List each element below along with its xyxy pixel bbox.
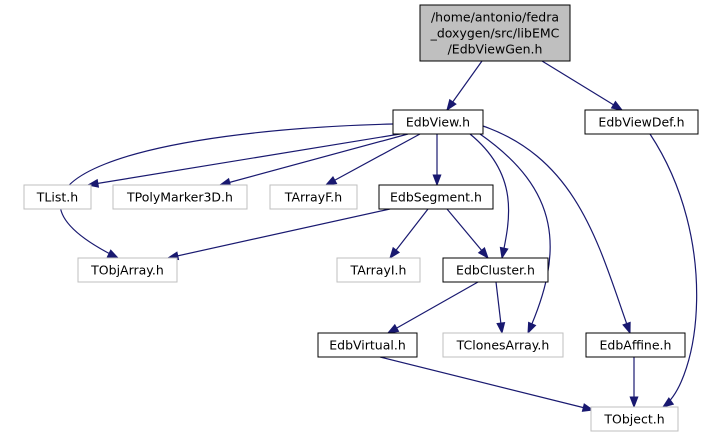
node-edbview[interactable]: EdbView.h [392,109,484,135]
edge-line [446,208,489,259]
edge-line [219,133,409,186]
edge-arrowhead [389,246,401,260]
node-edbaffine[interactable]: EdbAffine.h [585,332,686,358]
edge-edbview-to-tlist [86,133,401,188]
node-label: TPolyMarker3D.h [126,190,233,205]
node-box [419,4,571,62]
edge-edbcluster-to-tclonesarray [495,281,506,335]
node-box [442,332,564,358]
edge-arrowhead [496,322,506,335]
node-label: EdbAffine.h [600,338,672,353]
node-edbsegment[interactable]: EdbSegment.h [378,184,494,210]
node-label: TClonesArray.h [456,338,550,353]
node-label: TList.h [36,190,78,205]
edge-arrowhead [661,397,675,408]
node-edbviewdef[interactable]: EdbViewDef.h [584,109,699,135]
edge-edbview-to-tobjarray [59,123,394,259]
node-root[interactable]: /home/antonio/fedra_doxygen/src/libEMC/E… [419,4,571,62]
edge-arrowhead [629,396,639,409]
node-box [378,184,494,210]
node-tclonesarray: TClonesArray.h [442,332,564,358]
node-box [77,257,178,283]
edge-line [649,133,698,408]
edge-arrowhead [527,321,537,335]
edge-line [167,208,391,259]
edge-arrowhead [499,246,509,260]
node-tpolymarker3d: TPolyMarker3D.h [112,184,248,210]
edge-edbview-to-edbaffine [482,125,631,335]
edge-edbview-to-tarrayf [324,133,421,186]
node-edbvirtual[interactable]: EdbVirtual.h [317,332,418,358]
edge-line [387,281,479,334]
edge-line [379,356,594,411]
node-label: TArrayF.h [284,190,342,205]
node-edbcluster[interactable]: EdbCluster.h [442,257,549,283]
node-label: TArrayI.h [350,263,407,278]
node-label: /EdbViewGen.h [448,42,543,57]
node-box [392,109,484,135]
node-box [336,257,421,283]
edge-line [469,133,510,259]
edge-line [87,133,401,186]
node-box [584,109,699,135]
edge-edbsegment-to-edbcluster [446,208,489,260]
edge-line [479,133,551,334]
edge-edbaffine-to-tobject [629,357,639,409]
edge-edbview-to-tclonesarray [479,133,551,335]
edge-root-to-edbview [446,60,483,112]
edge-arrowhead [432,174,442,187]
edge-edbview-to-tpolymarker3d [218,133,409,187]
node-label: TObject.h [603,412,664,427]
edge-line [482,125,631,334]
edge-line [541,60,623,111]
node-label: EdbView.h [406,115,470,130]
node-box [269,184,358,210]
node-label: EdbVirtual.h [329,338,406,353]
edge-line [59,123,394,259]
node-box [442,257,549,283]
edge-edbview-to-edbcluster [469,133,510,260]
node-label: /home/antonio/fedra [431,10,559,25]
node-box [112,184,248,210]
node-label: _doxygen/src/libEMC [430,26,560,41]
node-tlist: TList.h [23,184,92,210]
edge-edbviewdef-to-tobject [649,133,698,408]
node-tobjarray: TObjArray.h [77,257,178,283]
edge-arrowhead [581,403,595,412]
node-tarrayi: TArrayI.h [336,257,421,283]
node-label: TObjArray.h [90,263,164,278]
node-label: EdbSegment.h [390,190,482,205]
edge-edbvirtual-to-tobject [379,356,595,412]
node-tobject: TObject.h [590,406,679,432]
node-label: EdbViewDef.h [598,115,684,130]
edge-arrowhead [106,249,120,259]
edge-arrowhead [610,100,624,111]
edge-arrowhead [324,176,338,186]
edge-arrowhead [622,321,631,335]
node-tarrayf: TArrayF.h [269,184,358,210]
nodes-layer: /home/antonio/fedra_doxygen/src/libEMC/E… [23,4,699,432]
node-box [317,332,418,358]
edge-edbview-to-edbsegment [432,134,442,187]
edge-root-to-edbviewdef [541,60,624,111]
node-label: EdbCluster.h [456,263,535,278]
edge-line [325,133,421,186]
node-box [590,406,679,432]
node-box [585,332,686,358]
node-box [23,184,92,210]
edge-edbcluster-to-edbvirtual [386,281,479,334]
edge-arrowhead [386,323,400,334]
edge-edbsegment-to-tarrayi [389,208,429,260]
edge-edbsegment-to-tobjarray [166,208,391,261]
edge-arrowhead [477,247,489,260]
edge-arrowhead [446,98,457,112]
